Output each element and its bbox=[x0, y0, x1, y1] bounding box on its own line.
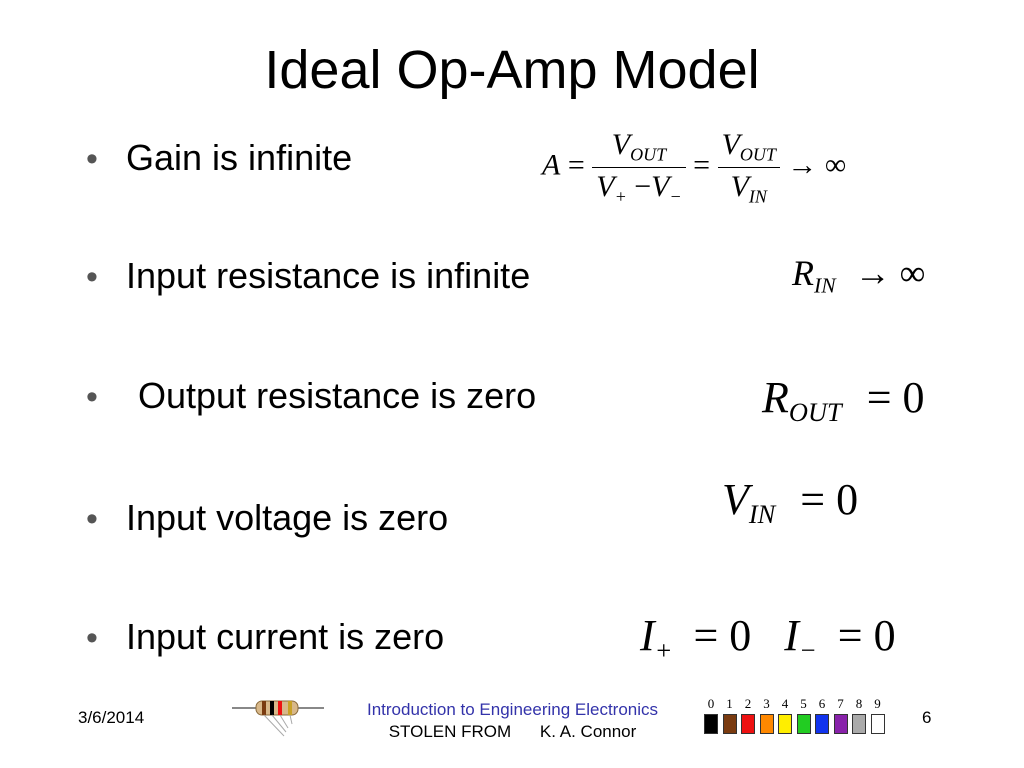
color-swatch bbox=[833, 714, 848, 734]
bullet-gain: • Gain is infinite bbox=[86, 138, 352, 179]
bullet-dot: • bbox=[86, 500, 98, 538]
gain-fraction-diff: VOUT V+ −V− bbox=[592, 128, 686, 207]
gain-formula: A = VOUT V+ −V− = VOUT VIN → ∞ bbox=[542, 128, 847, 207]
resistor-icon bbox=[232, 700, 324, 737]
color-swatch bbox=[759, 714, 774, 734]
bullet-dot: • bbox=[86, 619, 98, 657]
footer-date: 3/6/2014 bbox=[78, 708, 145, 727]
current-formula: I+ = 0 I− = 0 bbox=[640, 611, 896, 666]
bullet-text: Input voltage is zero bbox=[126, 497, 449, 538]
color-code-digit: 8 bbox=[855, 696, 863, 711]
color-swatch bbox=[796, 714, 811, 734]
color-code-digit: 3 bbox=[763, 696, 770, 711]
bullet-input-current: • Input current is zero bbox=[86, 617, 444, 658]
bullet-text: Gain is infinite bbox=[126, 137, 353, 178]
gain-fraction-vin: VOUT VIN bbox=[717, 128, 780, 207]
footer-author: K. A. Connor bbox=[539, 722, 637, 741]
color-swatch bbox=[815, 714, 829, 734]
color-code-digit: 4 bbox=[781, 696, 789, 711]
bullet-input-voltage: • Input voltage is zero bbox=[86, 498, 448, 539]
color-swatch bbox=[704, 714, 718, 734]
color-code-digit: 6 bbox=[818, 696, 826, 711]
color-code-digit: 0 bbox=[707, 696, 715, 711]
footer-course: Introduction to Engineering Electronics bbox=[366, 700, 659, 719]
bullet-output-resistance: • Output resistance is zero bbox=[86, 376, 536, 417]
footer-stolen: STOLEN FROM bbox=[388, 722, 512, 741]
bullet-text: Input resistance is infinite bbox=[126, 255, 531, 296]
bullet-text: Input current is zero bbox=[126, 616, 445, 657]
bullet-text: Output resistance is zero bbox=[138, 375, 537, 416]
bullet-input-resistance: • Input resistance is infinite bbox=[86, 256, 530, 297]
vin-formula: VIN = 0 bbox=[722, 475, 859, 530]
color-swatch bbox=[870, 714, 885, 734]
color-code-digit: 7 bbox=[837, 696, 844, 711]
color-code-digit: 5 bbox=[800, 696, 807, 711]
color-swatch bbox=[852, 714, 866, 734]
bullet-dot: • bbox=[86, 258, 98, 296]
bullet-dot: • bbox=[86, 378, 98, 416]
bullet-dot: • bbox=[86, 140, 98, 178]
color-swatch bbox=[741, 714, 755, 734]
color-swatch bbox=[722, 714, 737, 734]
footer-credits: Introduction to Engineering Electronics … bbox=[335, 699, 690, 743]
rout-formula: ROUT = 0 bbox=[762, 373, 925, 428]
color-code-digit: 2 bbox=[744, 696, 752, 711]
rin-formula: RIN → ∞ bbox=[792, 253, 926, 298]
color-code-digit: 1 bbox=[726, 696, 733, 711]
slide-title: Ideal Op-Amp Model bbox=[264, 40, 760, 100]
page-number: 6 bbox=[922, 708, 932, 727]
color-swatch bbox=[778, 714, 792, 734]
color-code-digit: 9 bbox=[874, 696, 881, 711]
